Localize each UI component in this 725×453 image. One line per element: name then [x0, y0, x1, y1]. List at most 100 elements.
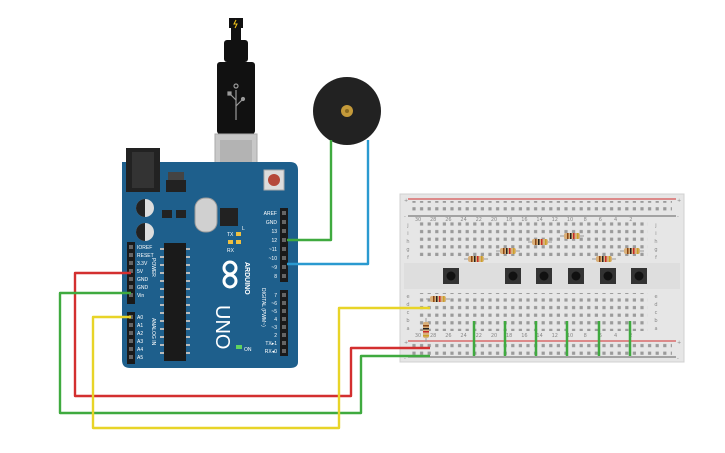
wire-yellow-a0	[91, 306, 430, 430]
push-button-icon[interactable]	[505, 268, 521, 284]
tx-label: TX	[227, 232, 234, 238]
column-number: 22	[476, 217, 482, 223]
pin-label-3v3: 3.3V	[137, 261, 148, 267]
column-number: 14	[536, 333, 542, 339]
pin-label-gnd-2: GND	[137, 285, 149, 291]
resistor-icon	[560, 233, 584, 239]
row-letter: j	[654, 223, 656, 229]
column-number: 18	[506, 217, 512, 223]
pin-label-a3: A3	[137, 339, 143, 345]
row-letter: e	[654, 294, 657, 300]
column-number: 12	[552, 333, 558, 339]
column-number: 16	[521, 333, 527, 339]
pin-label-1: TX▸1	[265, 341, 277, 347]
column-number: 24	[460, 217, 466, 223]
column-number: 26	[445, 333, 451, 339]
buzzer-icon	[313, 77, 381, 145]
row-letter: b	[406, 318, 409, 324]
pin-label-9: ~9	[271, 265, 277, 271]
pin-label-13: 13	[271, 229, 277, 235]
row-letter: i	[655, 231, 656, 237]
resistor-icon	[496, 248, 520, 254]
rail-plus-bottom: +	[404, 340, 408, 346]
pin-label-a0: A0	[137, 315, 143, 321]
pin-label-5v: 5V	[137, 269, 144, 275]
l-label: L	[242, 226, 245, 232]
pin-label-a1: A1	[137, 323, 143, 329]
wire-red-5v	[73, 271, 430, 398]
row-letter: h	[654, 239, 657, 245]
rail-minus-top: -	[404, 214, 406, 220]
resistor-icon	[423, 318, 429, 342]
column-number: 20	[491, 333, 497, 339]
pin-label-gnd-1: GND	[137, 277, 149, 283]
push-button-icon[interactable]	[631, 268, 647, 284]
row-letter: c	[655, 310, 658, 316]
row-letter: e	[406, 294, 409, 300]
push-button-icon[interactable]	[536, 268, 552, 284]
column-number: 18	[506, 333, 512, 339]
arduino-board: TX RX L ON ARDUINO UNO AREF GND 13 12 ~1…	[122, 148, 298, 368]
pin-label-6: ~6	[271, 301, 277, 307]
push-button-icon[interactable]	[568, 268, 584, 284]
column-number: 26	[445, 217, 451, 223]
pin-label-a2: A2	[137, 331, 143, 337]
power-label: POWER	[150, 258, 156, 277]
logo-text: ARDUINO	[243, 262, 250, 295]
pin-label-8: 8	[274, 274, 277, 280]
column-number: 2	[629, 217, 632, 223]
pin-label-12: 12	[271, 238, 277, 244]
resistor-icon	[426, 296, 450, 302]
row-letter: h	[406, 239, 409, 245]
push-button-icon[interactable]	[443, 268, 459, 284]
resistor-icon	[592, 256, 616, 262]
pin-label-a5: A5	[137, 355, 143, 361]
resistor-icon	[620, 248, 644, 254]
header-digital-lower	[280, 290, 288, 356]
row-letter: a	[654, 326, 657, 332]
pin-label-3: ~3	[271, 325, 277, 331]
column-number: 28	[430, 217, 436, 223]
rail-minus-bottom-right: -	[677, 356, 679, 362]
row-letter: i	[407, 231, 408, 237]
wire-blue-buzzer	[287, 140, 370, 266]
rail-minus-bottom: -	[404, 356, 406, 362]
column-number: 24	[460, 333, 466, 339]
row-letter: d	[406, 302, 409, 308]
header-digital-upper	[280, 208, 288, 282]
model-text: UNO	[211, 305, 233, 349]
column-number: 20	[491, 217, 497, 223]
row-letter: j	[406, 223, 408, 229]
column-number: 14	[536, 217, 542, 223]
row-letter: c	[407, 310, 410, 316]
row-letter: g	[406, 247, 409, 253]
column-number: 6	[599, 333, 602, 339]
column-number: 12	[552, 217, 558, 223]
column-number: 8	[584, 333, 587, 339]
rx-label: RX	[227, 248, 235, 254]
pin-label-5: ~5	[271, 309, 277, 315]
row-letter: f	[407, 255, 409, 261]
row-letter: b	[654, 318, 657, 324]
pin-label-4: 4	[274, 317, 277, 323]
usb-cable-icon	[214, 18, 258, 177]
column-number: 22	[476, 333, 482, 339]
push-button-icon[interactable]	[600, 268, 616, 284]
microcontroller-chip	[164, 243, 186, 361]
column-number: 28	[430, 333, 436, 339]
pin-label-gnd-digital: GND	[266, 220, 278, 226]
column-number: 30	[415, 333, 421, 339]
pin-label-a4: A4	[137, 347, 143, 353]
pin-label-2: 2	[274, 333, 277, 339]
pin-label-11: ~11	[269, 247, 277, 253]
column-number: 6	[599, 217, 602, 223]
column-number: 8	[584, 217, 587, 223]
wire-green-buzzer	[287, 140, 333, 242]
column-number: 16	[521, 217, 527, 223]
resistor-icon	[528, 239, 552, 245]
pin-label-vin: Vin	[137, 293, 144, 299]
rail-minus-top-right: -	[677, 214, 679, 220]
breadboard: + - + - + - + - j i h g f e d c b a j i …	[399, 193, 685, 363]
